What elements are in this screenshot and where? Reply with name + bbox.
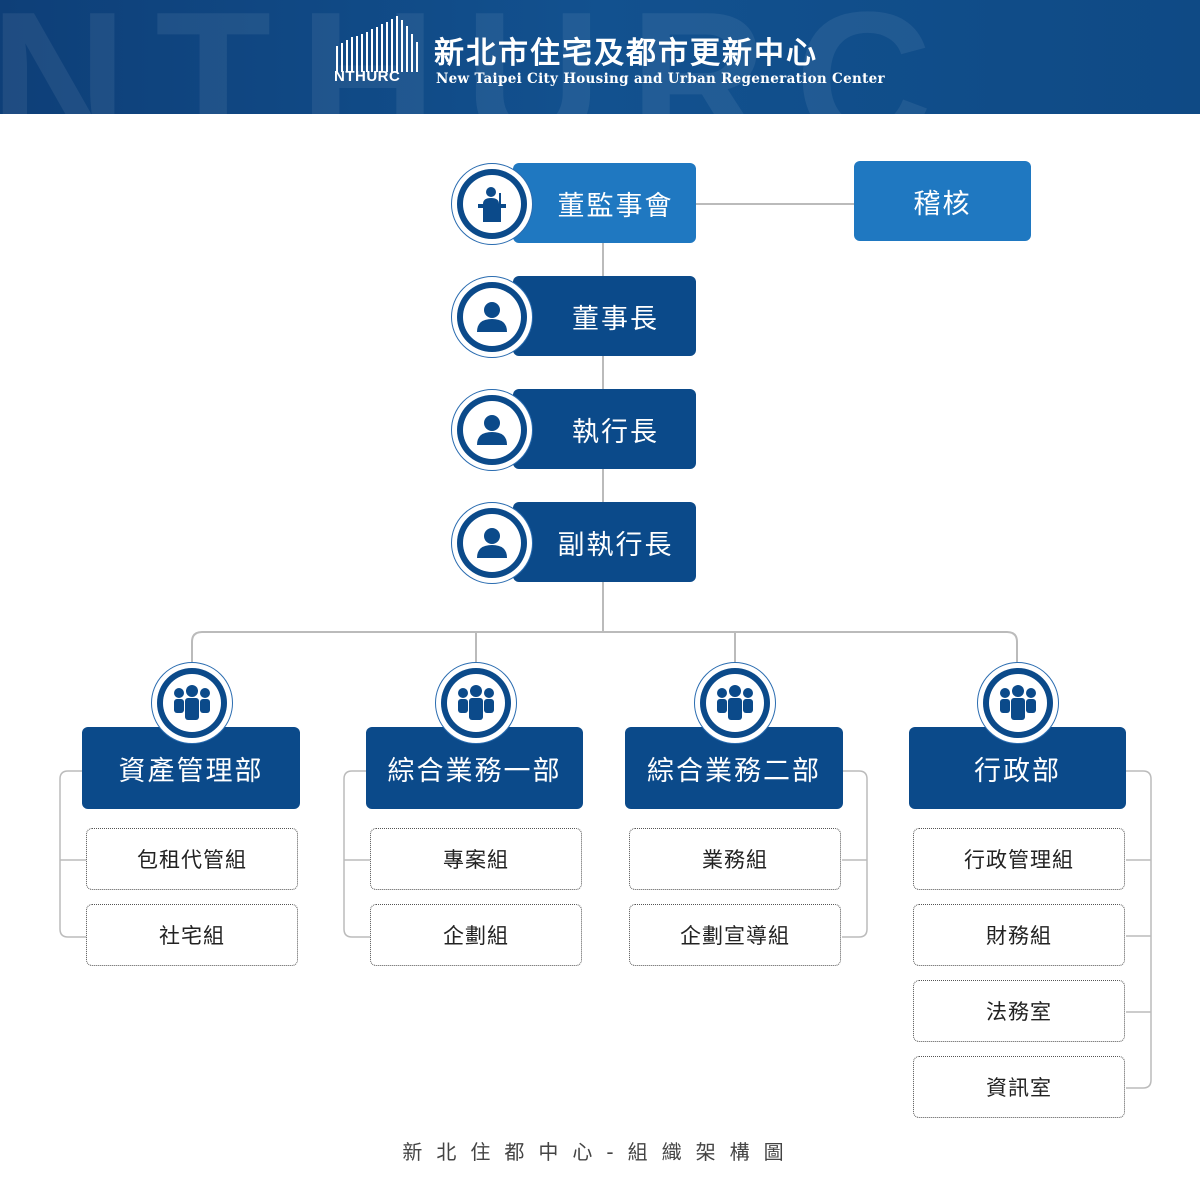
dept-4-bracket bbox=[1126, 770, 1152, 1089]
unit-label: 企劃組 bbox=[443, 924, 509, 948]
department-icon-badge bbox=[151, 662, 233, 744]
department-icon-badge bbox=[694, 662, 776, 744]
unit-label: 資訊室 bbox=[986, 1076, 1052, 1100]
executive-label: 董事長 bbox=[572, 303, 659, 335]
podium-speaker-icon bbox=[478, 187, 506, 222]
unit-box[interactable]: 業務組 bbox=[629, 828, 841, 890]
logo-abbreviation: NTHURC bbox=[334, 68, 401, 85]
audit-label: 稽核 bbox=[913, 188, 972, 220]
building-logo-icon bbox=[336, 16, 418, 72]
dept-2-bracket bbox=[343, 770, 370, 938]
chairman-icon-badge bbox=[451, 276, 533, 358]
deputy-ceo-node[interactable]: 副執行長 bbox=[513, 502, 696, 582]
unit-label: 業務組 bbox=[702, 848, 768, 872]
chairman-node[interactable]: 董事長 bbox=[513, 276, 696, 356]
header-watermark: NTHURC bbox=[0, 0, 961, 114]
unit-box[interactable]: 專案組 bbox=[370, 828, 582, 890]
ceo-node[interactable]: 執行長 bbox=[513, 389, 696, 469]
unit-box[interactable]: 行政管理組 bbox=[913, 828, 1125, 890]
page-header: NTHURC NTHURC 新北市住宅及都市更新中心 New Taipei Ci… bbox=[0, 0, 1200, 114]
unit-label: 專案組 bbox=[443, 848, 509, 872]
department-icon-badge bbox=[977, 662, 1059, 744]
organization-name-zh: 新北市住宅及都市更新中心 bbox=[434, 36, 818, 71]
person-icon bbox=[477, 415, 507, 445]
unit-box[interactable]: 法務室 bbox=[913, 980, 1125, 1042]
executive-label: 副執行長 bbox=[557, 529, 674, 561]
unit-box[interactable]: 企劃組 bbox=[370, 904, 582, 966]
unit-label: 包租代管組 bbox=[137, 848, 247, 872]
unit-box[interactable]: 資訊室 bbox=[913, 1056, 1125, 1118]
deputy-ceo-icon-badge bbox=[451, 502, 533, 584]
unit-label: 法務室 bbox=[986, 1000, 1052, 1024]
person-icon bbox=[477, 528, 507, 558]
board-icon-badge bbox=[451, 163, 533, 245]
group-icon bbox=[1000, 685, 1036, 720]
department-label: 綜合業務二部 bbox=[647, 755, 821, 787]
organization-name-en: New Taipei City Housing and Urban Regene… bbox=[436, 71, 885, 87]
department-bus-connector bbox=[191, 631, 1018, 662]
chart-caption: 新北住都中心-組織架構圖 bbox=[402, 1140, 798, 1164]
unit-box[interactable]: 財務組 bbox=[913, 904, 1125, 966]
department-icon-badge bbox=[435, 662, 517, 744]
department-asset-management[interactable]: 資產管理部 bbox=[82, 727, 300, 809]
board-node[interactable]: 董監事會 bbox=[513, 163, 696, 243]
executive-label: 執行長 bbox=[572, 416, 659, 448]
ceo-icon-badge bbox=[451, 389, 533, 471]
audit-node[interactable]: 稽核 bbox=[854, 161, 1031, 241]
group-icon bbox=[174, 685, 210, 720]
unit-label: 財務組 bbox=[986, 924, 1052, 948]
dept-1-bracket bbox=[59, 770, 86, 938]
department-general-affairs-2[interactable]: 綜合業務二部 bbox=[625, 727, 843, 809]
person-icon bbox=[477, 302, 507, 332]
unit-label: 行政管理組 bbox=[964, 848, 1074, 872]
dept-3-bracket bbox=[842, 770, 868, 938]
unit-box[interactable]: 社宅組 bbox=[86, 904, 298, 966]
department-label: 綜合業務一部 bbox=[387, 755, 562, 787]
unit-label: 社宅組 bbox=[159, 924, 225, 948]
department-label: 行政部 bbox=[974, 755, 1061, 787]
board-label: 董監事會 bbox=[557, 190, 674, 222]
unit-label: 企劃宣導組 bbox=[680, 924, 790, 948]
group-icon bbox=[458, 685, 494, 720]
unit-box[interactable]: 企劃宣導組 bbox=[629, 904, 841, 966]
group-icon bbox=[717, 685, 753, 720]
department-label: 資產管理部 bbox=[118, 755, 264, 787]
unit-box[interactable]: 包租代管組 bbox=[86, 828, 298, 890]
